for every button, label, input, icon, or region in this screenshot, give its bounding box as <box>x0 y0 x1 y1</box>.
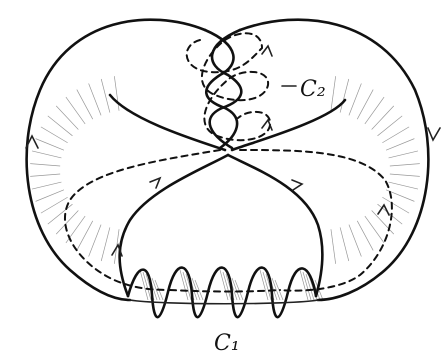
arrow-twist-bottom <box>262 120 272 130</box>
arrow-inner-right <box>292 180 302 190</box>
shade-line <box>89 84 101 116</box>
shade-line <box>389 151 418 158</box>
inner-arc-right <box>232 100 345 150</box>
arrow-dashed-right <box>378 205 389 215</box>
shade-line <box>30 164 60 166</box>
shade-line <box>41 197 68 213</box>
arrow-twist-top <box>262 46 272 56</box>
shade-line <box>349 84 361 116</box>
shade-line <box>331 76 336 111</box>
shade-line <box>390 174 420 176</box>
shade-line <box>89 225 101 257</box>
helix-back-edge <box>130 300 318 304</box>
shade-line <box>36 139 64 151</box>
arrow-inner-left <box>150 178 160 188</box>
dashed-curve-c2 <box>187 33 270 140</box>
shade-line <box>340 79 349 113</box>
shade-line <box>77 90 93 120</box>
label-c2: C₂ <box>300 77 326 102</box>
shade-line <box>349 225 361 257</box>
shade-line <box>365 97 384 124</box>
shade-line <box>32 151 61 158</box>
shade-line <box>32 182 61 189</box>
shade-line <box>114 76 119 111</box>
shade-line <box>382 127 409 143</box>
shade-line <box>66 97 85 124</box>
arrow-right-side <box>428 128 440 140</box>
shade-line <box>101 227 110 261</box>
shade-line <box>331 229 336 264</box>
dashed-curve-c1-bottom <box>170 290 280 292</box>
shade-line <box>77 221 93 251</box>
outer-boundary-right <box>240 20 428 300</box>
shade-line <box>41 127 68 143</box>
shade-line <box>386 139 414 151</box>
shade-line <box>390 164 420 166</box>
shade-line <box>365 216 384 243</box>
label-c1: C₁ <box>214 331 240 356</box>
shade-line <box>357 221 373 251</box>
shade-line <box>36 190 64 202</box>
helix-band <box>128 268 316 318</box>
shade-line <box>30 174 60 176</box>
surface-shading <box>30 76 420 300</box>
shade-line <box>357 90 373 120</box>
shade-line <box>340 227 349 261</box>
shade-line <box>389 182 418 189</box>
outer-boundary-left <box>27 20 205 300</box>
shade-line <box>101 79 110 113</box>
